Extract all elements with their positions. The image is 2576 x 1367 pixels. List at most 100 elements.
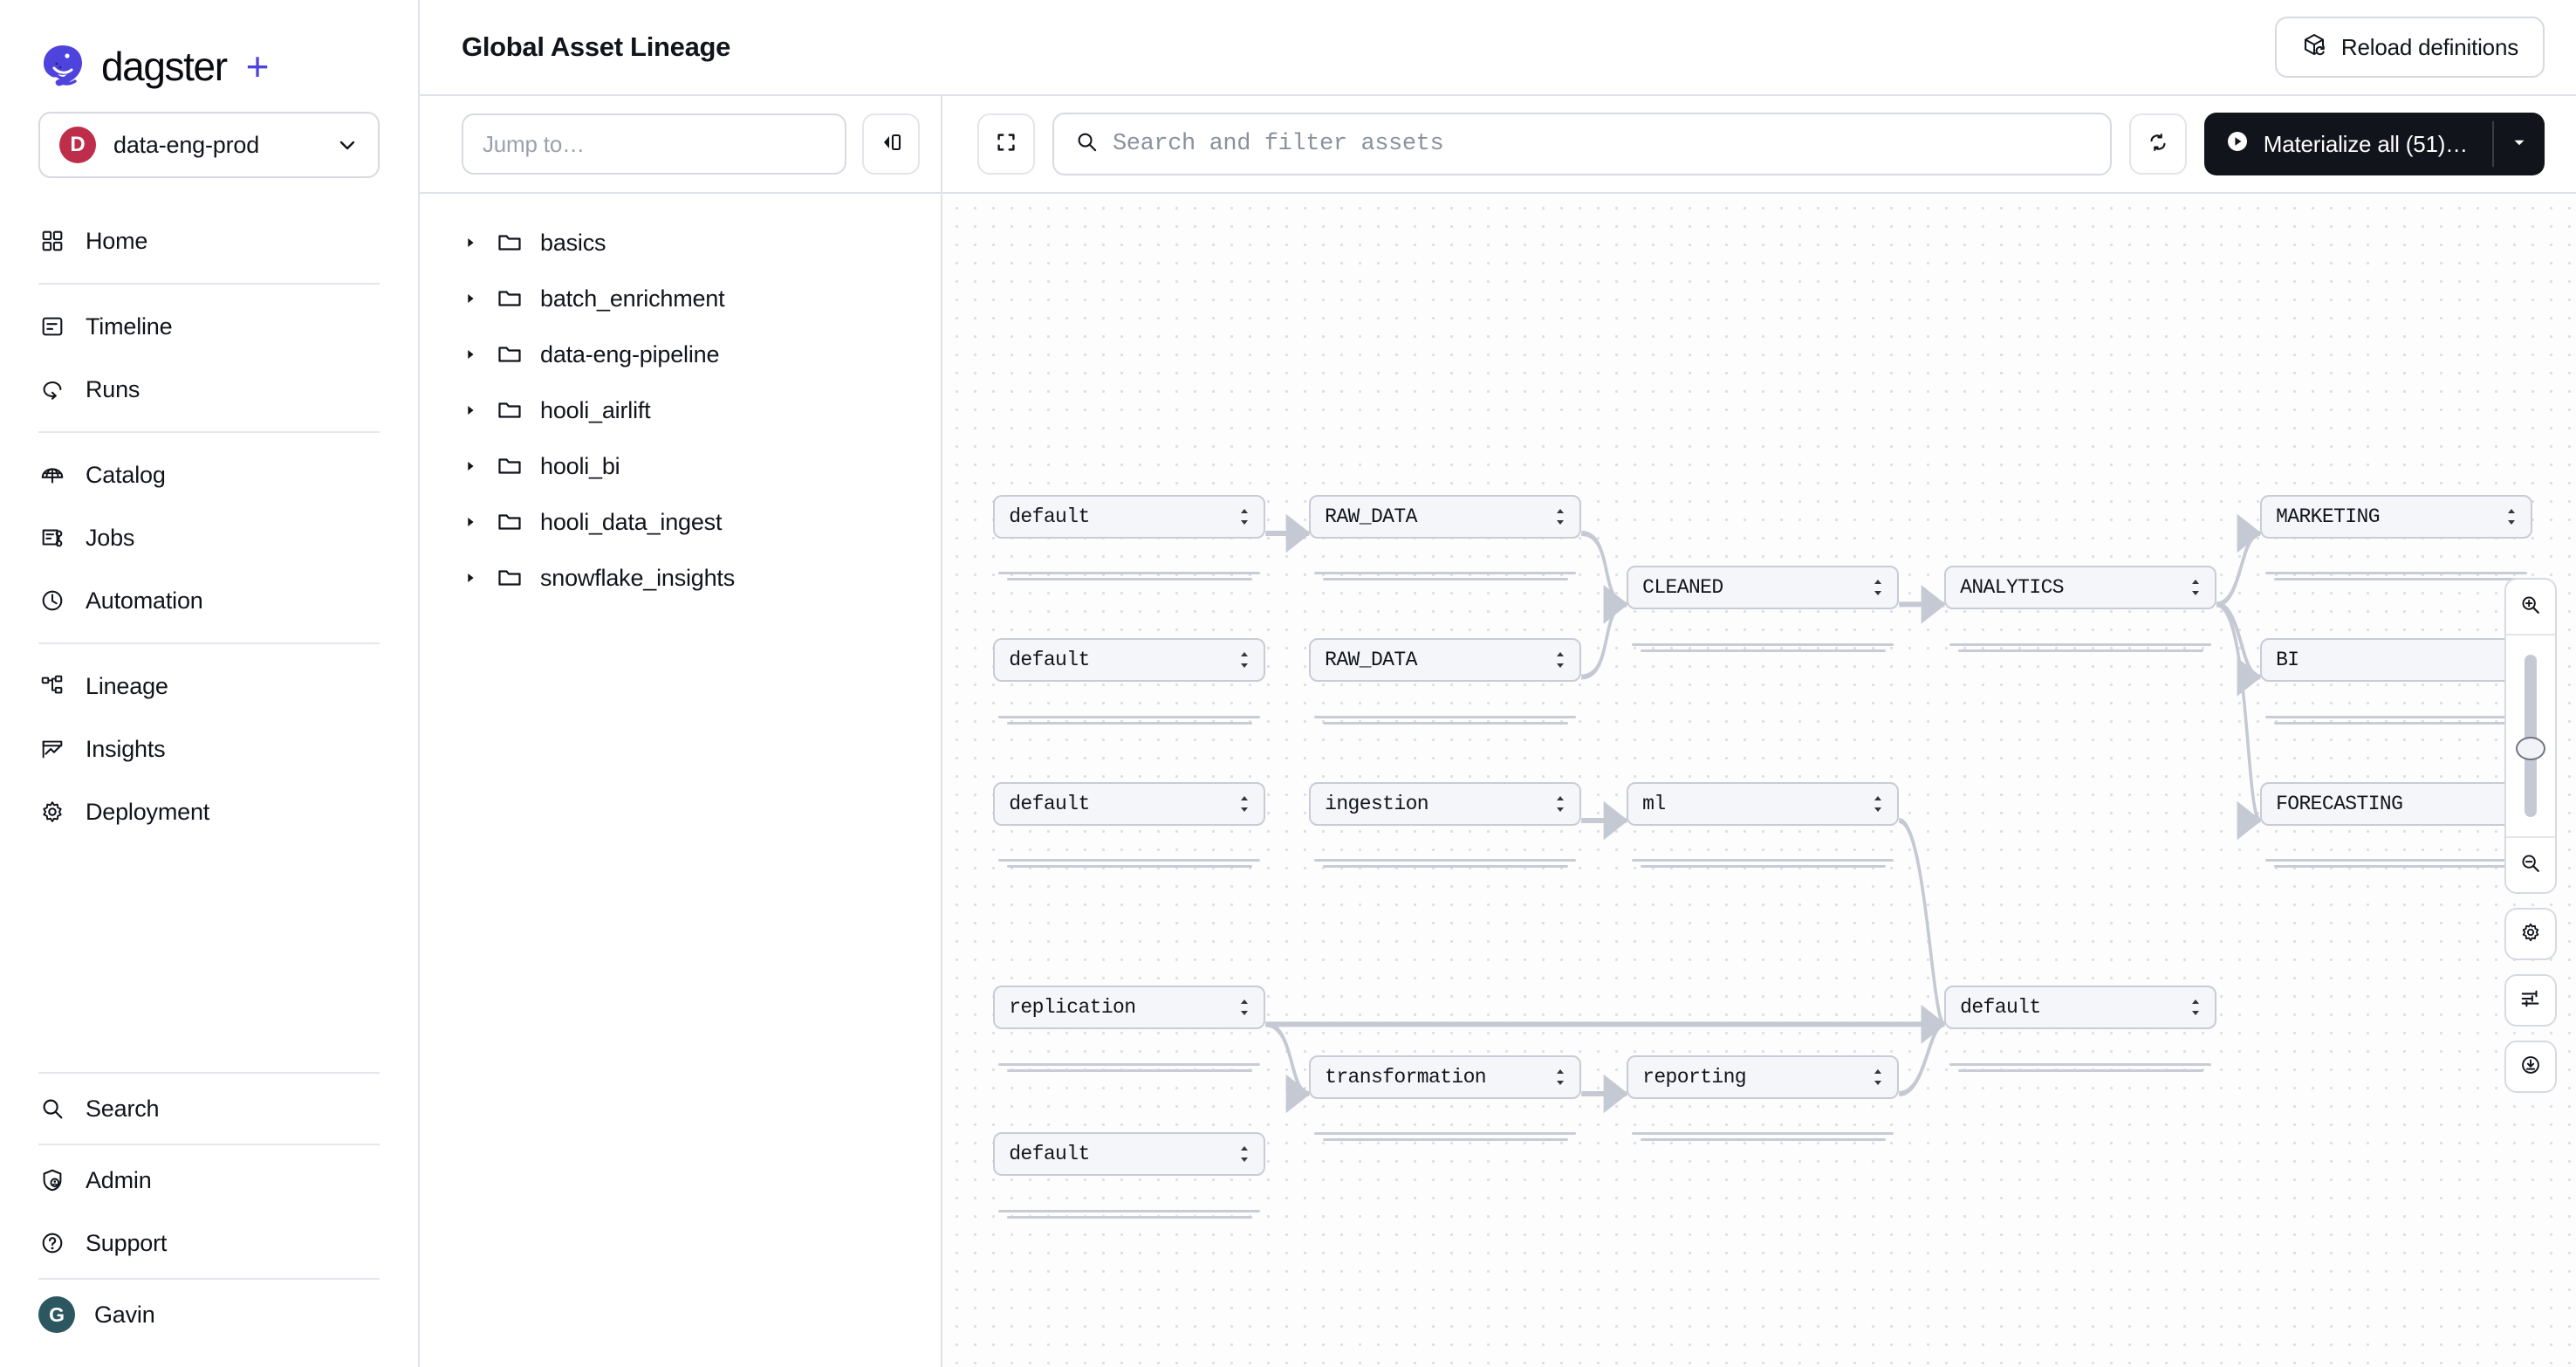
- triangle-right-icon[interactable]: [462, 346, 479, 363]
- asset-group-node[interactable]: MARKETING: [2260, 494, 2533, 539]
- download-graph-button[interactable]: [2504, 1041, 2557, 1093]
- asset-group-node[interactable]: ANALYTICS: [1944, 566, 2217, 610]
- chevron-up-down-icon[interactable]: [2189, 576, 2203, 599]
- asset-group-node[interactable]: RAW_DATA: [1309, 638, 1582, 683]
- graph-filters-button[interactable]: [2504, 974, 2557, 1027]
- sidebar-item-user[interactable]: G Gavin: [0, 1283, 418, 1346]
- sidebar-item-support[interactable]: Support: [0, 1212, 418, 1274]
- play-circle-icon: [2225, 129, 2250, 160]
- triangle-right-icon[interactable]: [462, 513, 479, 531]
- folder-icon: [497, 285, 523, 312]
- chevron-up-down-icon[interactable]: [2189, 996, 2203, 1019]
- asset-group-node[interactable]: FORECASTING: [2260, 781, 2533, 826]
- zoom-slider-track[interactable]: [2525, 655, 2537, 817]
- sidebar-item-automation[interactable]: Automation: [0, 569, 418, 632]
- nav-group-home: Home: [0, 203, 418, 279]
- asset-group-node[interactable]: default: [1944, 986, 2217, 1030]
- sidebar-item-search[interactable]: Search: [0, 1077, 418, 1140]
- asset-group-node[interactable]: ingestion: [1309, 781, 1582, 826]
- sidebar-item-label: Deployment: [86, 798, 210, 825]
- materialize-all-button[interactable]: Materialize all (51)…: [2203, 113, 2545, 175]
- zoom-out-button[interactable]: [2506, 838, 2555, 892]
- asset-group-node[interactable]: default: [993, 638, 1266, 683]
- asset-group-node[interactable]: RAW_DATA: [1309, 494, 1582, 539]
- sidebar-item-timeline[interactable]: Timeline: [0, 295, 418, 358]
- collapse-left-panel-button[interactable]: [862, 113, 920, 175]
- sidebar-item-catalog[interactable]: Catalog: [0, 443, 418, 506]
- chevron-up-down-icon[interactable]: [1553, 649, 1567, 671]
- jump-to-input[interactable]: [462, 113, 846, 175]
- chevron-up-down-icon[interactable]: [1553, 505, 1567, 528]
- sidebar-item-jobs[interactable]: Jobs: [0, 506, 418, 569]
- chevron-up-down-icon[interactable]: [1871, 1066, 1885, 1089]
- tree-item[interactable]: data-eng-pipeline: [420, 326, 941, 382]
- fit-to-screen-button[interactable]: [977, 113, 1035, 175]
- node-stack-shadow: [1309, 1132, 1581, 1143]
- asset-group-node[interactable]: default: [993, 494, 1266, 539]
- search-input[interactable]: [1113, 131, 2089, 157]
- folder-icon: [497, 397, 523, 423]
- asset-group-node[interactable]: reporting: [1627, 1054, 1900, 1099]
- tree-item[interactable]: hooli_bi: [420, 438, 941, 494]
- zoom-in-button[interactable]: [2506, 580, 2555, 634]
- asset-group-node-label: default: [1009, 505, 1090, 528]
- tree-item[interactable]: snowflake_insights: [420, 550, 941, 606]
- sidebar-item-deployment[interactable]: Deployment: [0, 780, 418, 843]
- asset-group-node[interactable]: ml: [1627, 781, 1900, 826]
- zoom-slider[interactable]: [2506, 635, 2555, 836]
- sidebar-item-label: Admin: [86, 1166, 152, 1193]
- sidebar-item-insights[interactable]: Insights: [0, 718, 418, 780]
- sidebar-item-lineage[interactable]: Lineage: [0, 655, 418, 718]
- gear-icon: [2519, 921, 2542, 948]
- asset-group-node[interactable]: default: [993, 781, 1266, 826]
- triangle-right-icon[interactable]: [462, 457, 479, 475]
- sidebar-item-admin[interactable]: Admin: [0, 1149, 418, 1212]
- asset-group-node[interactable]: default: [993, 1132, 1266, 1177]
- chevron-up-down-icon[interactable]: [1237, 793, 1251, 815]
- sidebar-item-runs[interactable]: Runs: [0, 358, 418, 421]
- tree-item[interactable]: basics: [420, 215, 941, 271]
- chevron-up-down-icon[interactable]: [1871, 576, 1885, 599]
- materialize-dropdown-button[interactable]: [2494, 113, 2545, 175]
- nav-divider: [38, 431, 380, 433]
- asset-group-node[interactable]: transformation: [1309, 1054, 1582, 1099]
- asset-group-node-label: replication: [1009, 996, 1136, 1020]
- folder-icon: [497, 453, 523, 479]
- materialize-main[interactable]: Materialize all (51)…: [2204, 113, 2492, 175]
- triangle-right-icon[interactable]: [462, 402, 479, 419]
- chevron-up-down-icon[interactable]: [2504, 505, 2518, 528]
- tree-item-label: basics: [540, 229, 606, 256]
- insights-icon: [38, 735, 66, 763]
- graph-settings-button[interactable]: [2504, 908, 2557, 960]
- body-split: basics batch_enrichment data-eng-pipelin…: [420, 194, 2576, 1367]
- zoom-controls: [2504, 578, 2557, 1093]
- chevron-up-down-icon[interactable]: [1553, 793, 1567, 815]
- nav-group-definitions: Catalog Jobs: [0, 436, 418, 639]
- asset-search-field[interactable]: [1052, 113, 2112, 175]
- zoom-slider-thumb[interactable]: [2516, 737, 2545, 760]
- chevron-up-down-icon[interactable]: [1237, 649, 1251, 671]
- asset-group-node[interactable]: replication: [993, 986, 1266, 1030]
- chevron-up-down-icon[interactable]: [1237, 996, 1251, 1019]
- materialize-label: Materialize all (51)…: [2263, 130, 2468, 157]
- chevron-up-down-icon[interactable]: [1237, 505, 1251, 528]
- triangle-right-icon[interactable]: [462, 234, 479, 251]
- triangle-right-icon[interactable]: [462, 290, 479, 307]
- lineage-edge: [1265, 1021, 1311, 1114]
- chevron-up-down-icon[interactable]: [1553, 1066, 1567, 1089]
- chevron-up-down-icon[interactable]: [1237, 1143, 1251, 1165]
- reload-definitions-button[interactable]: Reload definitions: [2274, 17, 2545, 78]
- sidebar-item-home[interactable]: Home: [0, 210, 418, 272]
- toolbar-right: Materialize all (51)…: [942, 96, 2576, 192]
- tree-item[interactable]: hooli_data_ingest: [420, 494, 941, 550]
- refresh-button[interactable]: [2128, 113, 2187, 175]
- asset-group-node[interactable]: CLEANED: [1627, 566, 1900, 610]
- deployment-selector[interactable]: D data-eng-prod: [38, 112, 380, 178]
- asset-group-node[interactable]: BI: [2260, 638, 2533, 683]
- tree-item[interactable]: batch_enrichment: [420, 271, 941, 326]
- tree-item[interactable]: hooli_airlift: [420, 382, 941, 438]
- chevron-up-down-icon[interactable]: [1871, 793, 1885, 815]
- triangle-right-icon[interactable]: [462, 569, 479, 587]
- brand[interactable]: dagster +: [0, 0, 418, 96]
